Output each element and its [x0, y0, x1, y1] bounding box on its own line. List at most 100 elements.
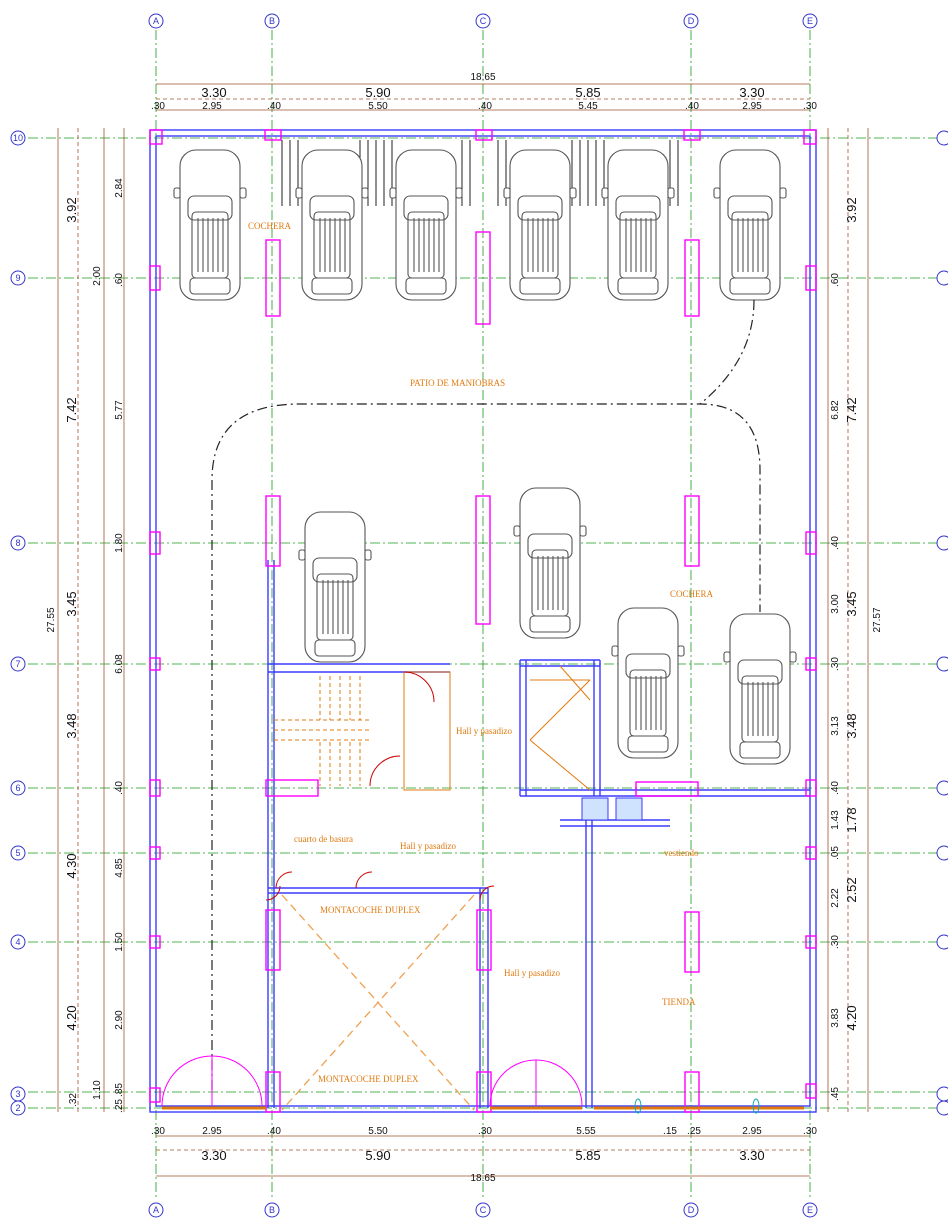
dim-bottom-detail-3: .40 — [267, 1126, 281, 1137]
dim-left-detail-8: 4.85 — [114, 858, 125, 878]
label-tienda: TIENDA — [662, 997, 696, 1007]
axis-label-4: 4 — [15, 937, 20, 947]
storefront-markers — [634, 1098, 760, 1114]
dim-top-detail-9: .30 — [803, 101, 817, 112]
dims-right: 27.57 3.92 7.42 3.45 3.48 1.78 2.52 4.20… — [830, 197, 883, 1101]
axis-label-5: 5 — [15, 848, 20, 858]
dim-top-detail-2: 2.95 — [202, 101, 222, 112]
axis-label-3: 3 — [15, 1089, 20, 1099]
dim-left-bay-7: .32 — [68, 1093, 79, 1107]
dim-top-bay-3: 5.85 — [575, 85, 600, 100]
axis-label-B: B — [269, 16, 275, 26]
dim-right-detail-4: 3.00 — [830, 594, 841, 614]
dim-top-bay-2: 5.90 — [365, 85, 390, 100]
axis-label-C-bottom: C — [480, 1205, 487, 1215]
dim-left-detail-10: 2.90 — [114, 1010, 125, 1030]
dim-left-detail-5: 1.80 — [114, 533, 125, 553]
dim-top-detail-6: 5.45 — [578, 101, 598, 112]
dim-bottom-detail-7: .15 — [663, 1126, 677, 1137]
dimension-lines — [57, 83, 869, 1177]
dim-left-total: 27.55 — [46, 607, 57, 632]
interior-walls — [267, 560, 810, 1108]
dim-top-detail-3: .40 — [267, 101, 281, 112]
car-5 — [601, 149, 675, 301]
dim-left-detail-1: 2.84 — [114, 178, 125, 198]
car-6 — [713, 149, 787, 301]
axis-label-E-bottom: E — [807, 1205, 813, 1215]
dim-left-bay-4: 3.48 — [64, 713, 79, 738]
dim-left-detail-9: 1.50 — [114, 932, 125, 952]
car-8 — [513, 487, 587, 639]
dim-right-detail-7: .40 — [830, 781, 841, 795]
dim-bottom-total: 18.65 — [470, 1173, 495, 1184]
stairs — [274, 665, 591, 791]
dim-top-detail-7: .40 — [685, 101, 699, 112]
dim-bottom-bay-1: 3.30 — [201, 1148, 226, 1163]
dim-left-bay-3: 3.45 — [64, 591, 79, 616]
dim-bottom-detail-1: .30 — [151, 1126, 165, 1137]
axis-grid — [28, 30, 940, 1200]
dim-right-bay-5: 1.78 — [844, 807, 859, 832]
dim-left-bay-1: 3.92 — [64, 197, 79, 222]
dims-left: 27.55 3.92 7.42 3.45 3.48 4.30 4.20 .32 … — [46, 178, 125, 1113]
car-3 — [389, 149, 463, 301]
dim-right-detail-13: .45 — [830, 1087, 841, 1101]
axis-label-A-bottom: A — [153, 1205, 159, 1215]
label-vestidor: vestiendo — [664, 848, 699, 858]
dim-right-bay-1: 3.92 — [844, 197, 859, 222]
dim-left-bay-5: 4.30 — [64, 853, 79, 878]
dim-left-detail-2: .60 — [114, 273, 125, 287]
axis-label-6: 6 — [15, 783, 20, 793]
label-cochera-top: COCHERA — [248, 221, 292, 231]
maneuver-path — [211, 299, 761, 1090]
restrooms — [581, 797, 643, 821]
dim-bottom-detail-10: .30 — [803, 1126, 817, 1137]
dim-bottom-detail-2: 2.95 — [202, 1126, 222, 1137]
dim-bottom-detail-4: 5.50 — [368, 1126, 388, 1137]
dim-top-detail-1: .30 — [151, 101, 165, 112]
dim-right-detail-2: 6.82 — [830, 400, 841, 420]
dim-right-bay-4: 3.48 — [844, 713, 859, 738]
dim-right-detail-11: .30 — [830, 935, 841, 949]
dim-top-detail-4: 5.50 — [368, 101, 388, 112]
label-hall-2: Hall y pasadizo — [400, 841, 456, 851]
car-2 — [295, 149, 369, 301]
label-patio: PATIO DE MANIOBRAS — [410, 378, 505, 388]
axis-bubbles — [10, 13, 948, 1218]
axis-label-A: A — [153, 16, 159, 26]
dim-right-bay-7: 4.20 — [844, 1005, 859, 1030]
axis-bubble-labels: A B C D E A B C D E 10 9 8 7 6 5 4 3 2 — [13, 16, 813, 1215]
dims-top: 18.65 3.30 5.90 5.85 3.30 .30 2.95 .40 5… — [151, 72, 817, 112]
dim-right-total: 27.57 — [872, 607, 883, 632]
car-9 — [611, 607, 685, 759]
dim-right-detail-1: .60 — [830, 273, 841, 287]
dims-bottom: .30 2.95 .40 5.50 .30 5.55 .15 .25 2.95 … — [151, 1126, 817, 1184]
dim-left-detail-6: 6.08 — [114, 654, 125, 674]
dim-left-detail-7: .40 — [114, 781, 125, 795]
axis-label-C: C — [480, 16, 487, 26]
dim-right-detail-5: .30 — [830, 657, 841, 671]
dim-bottom-bay-3: 5.85 — [575, 1148, 600, 1163]
dim-left-detail-3: 2.00 — [92, 266, 103, 286]
dim-left-detail-11: .85 — [114, 1083, 125, 1097]
axis-label-D: D — [688, 16, 695, 26]
dim-left-detail-13: .25 — [114, 1099, 125, 1113]
label-hall-1: Hall y pasadizo — [456, 726, 512, 736]
dim-bottom-detail-9: 2.95 — [742, 1126, 762, 1137]
label-cuarto-basura: cuarto de basura — [294, 834, 353, 844]
entry-gates — [161, 1055, 583, 1107]
dim-right-detail-3: .40 — [830, 536, 841, 550]
dim-top-total: 18.65 — [470, 72, 495, 83]
door-swings — [265, 671, 495, 901]
label-cochera-mid: COCHERA — [670, 589, 714, 599]
dim-bottom-bay-2: 5.90 — [365, 1148, 390, 1163]
dim-left-bay-6: 4.20 — [64, 1005, 79, 1030]
axis-label-2: 2 — [15, 1103, 20, 1113]
dim-bottom-bay-4: 3.30 — [739, 1148, 764, 1163]
label-montacoches-1: MONTACOCHE DUPLEX — [320, 905, 421, 915]
dim-top-detail-5: .40 — [478, 101, 492, 112]
car-7 — [298, 511, 372, 663]
room-labels: COCHERA PATIO DE MANIOBRAS COCHERA Hall … — [248, 221, 714, 1084]
dim-right-detail-10: 2.22 — [830, 888, 841, 908]
axis-label-7: 7 — [15, 659, 20, 669]
